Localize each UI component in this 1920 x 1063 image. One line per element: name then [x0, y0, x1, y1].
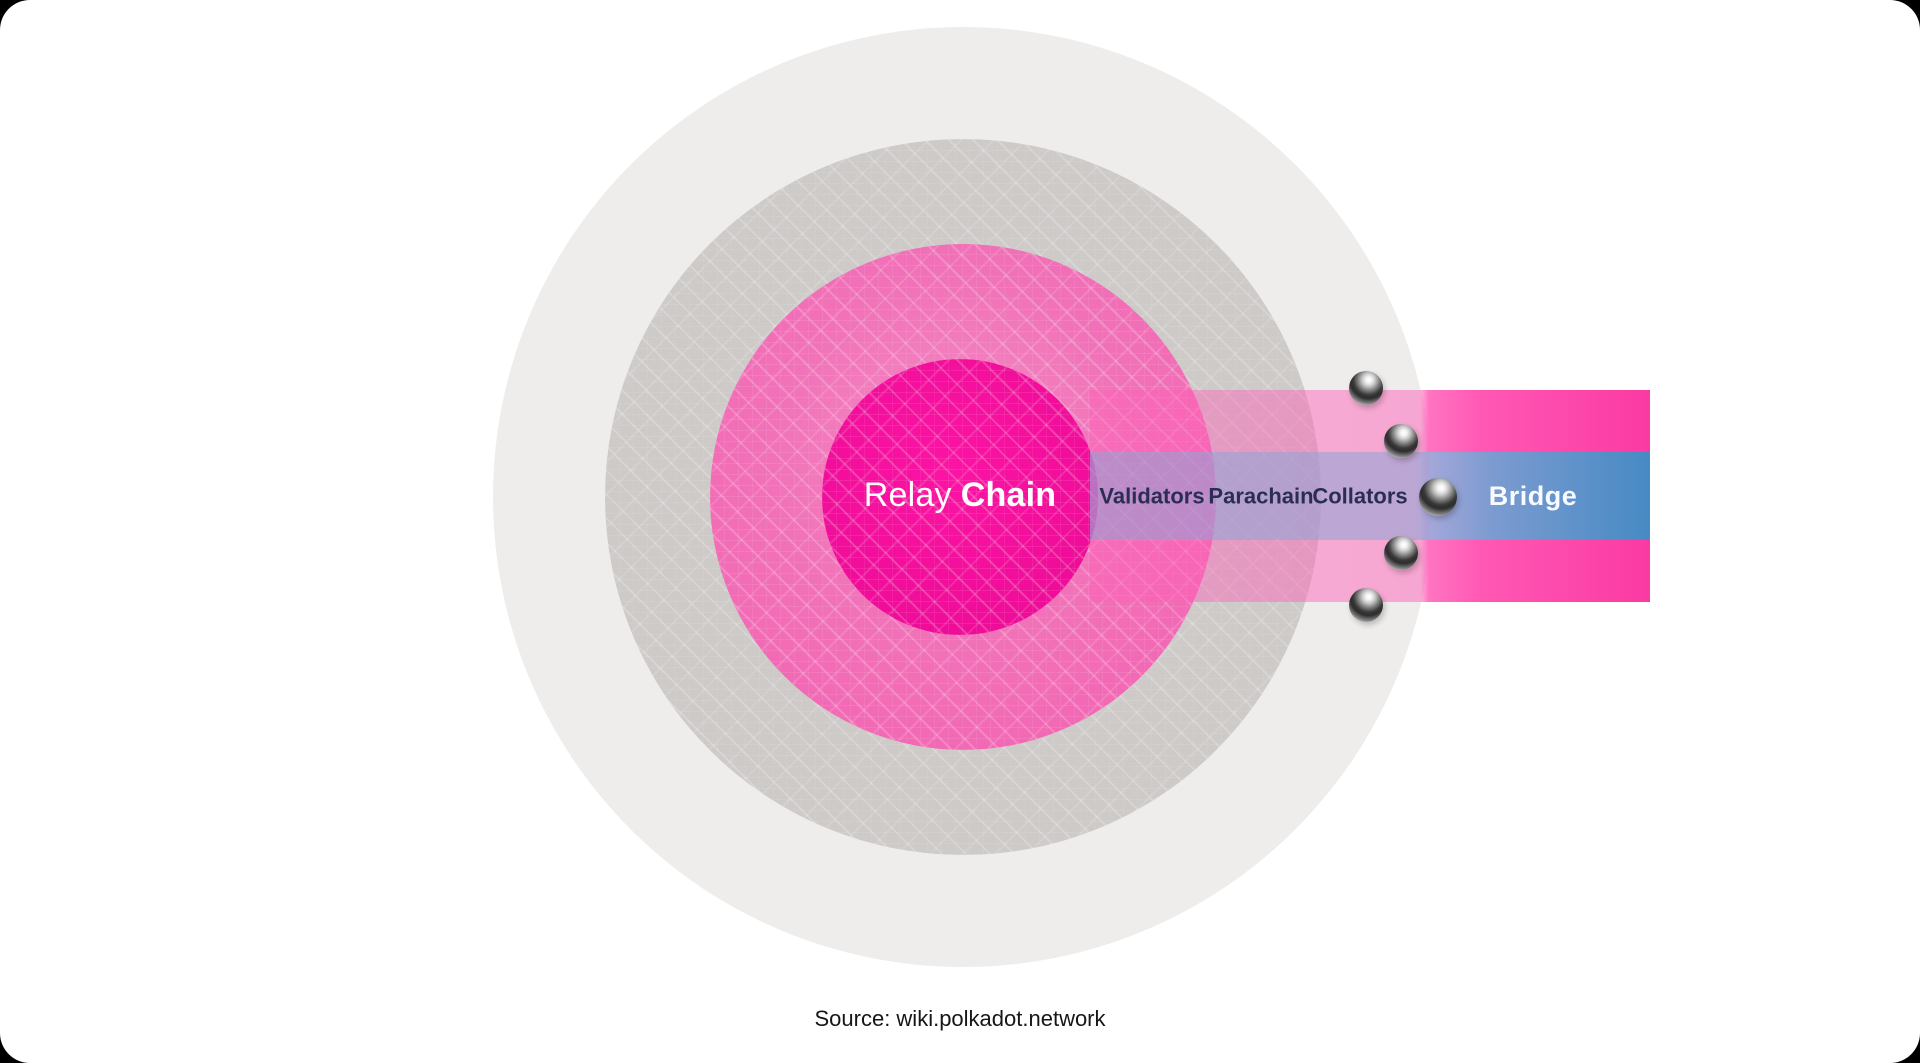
- metal-sphere-icon: [1384, 536, 1418, 570]
- metal-sphere-icon: [1384, 424, 1418, 458]
- metal-sphere-icon: [1349, 371, 1383, 405]
- parachain-label: Parachain: [1208, 483, 1314, 509]
- bridge-label: Bridge: [1488, 480, 1578, 511]
- collators-label: Collators: [1312, 483, 1408, 509]
- bridge-band: [1090, 452, 1650, 540]
- validators-label: Validators: [1099, 483, 1205, 509]
- metal-sphere-icon: [1419, 478, 1457, 516]
- relay-chain-circle: [822, 359, 1098, 635]
- relay-label-regular: Relay: [863, 475, 952, 514]
- source-attribution: Source: wiki.polkadot.network: [814, 1006, 1106, 1031]
- relay-label-bold: Chain: [960, 475, 1057, 514]
- metal-sphere-icon: [1349, 588, 1383, 622]
